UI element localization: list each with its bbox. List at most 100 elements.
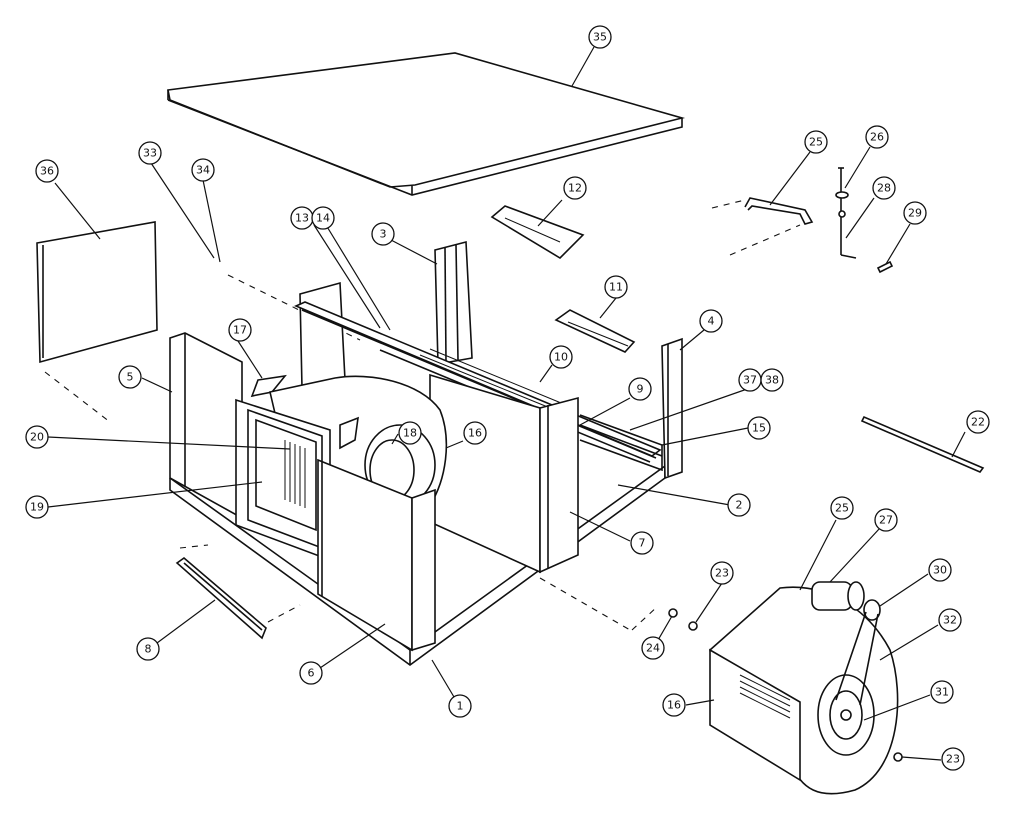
blower-motor-assembly	[709, 581, 899, 795]
callout-label: 23	[946, 753, 960, 766]
callout-9: 9	[628, 377, 652, 401]
callout-3: 3	[371, 222, 395, 246]
callout-label: 32	[943, 614, 957, 627]
callout-33: 33	[138, 141, 162, 165]
center-post	[434, 240, 473, 365]
callout-12: 12	[563, 176, 587, 200]
callout-label: 27	[879, 514, 893, 527]
callout-7: 7	[630, 531, 654, 555]
callout-17: 17	[228, 318, 252, 342]
callout-13: 13	[290, 206, 314, 230]
callout-label: 13	[295, 212, 309, 225]
callout-label: 9	[637, 383, 644, 396]
bearing-fittings	[668, 608, 903, 762]
callout-label: 1	[457, 700, 464, 713]
callout-16-lower: 16	[662, 693, 686, 717]
callout-23: 23	[710, 561, 734, 585]
callout-label: 38	[765, 374, 779, 387]
callout-label: 37	[743, 374, 757, 387]
callout-25: 25	[804, 130, 828, 154]
callout-5: 5	[118, 365, 142, 389]
motor-mount-bracket	[744, 197, 814, 225]
callout-11: 11	[604, 275, 628, 299]
callout-label: 7	[639, 537, 646, 550]
callout-32: 32	[938, 608, 962, 632]
callout-15: 15	[747, 416, 771, 440]
interior-partition	[429, 373, 579, 574]
callout-18: 18	[398, 421, 422, 445]
callout-label: 25	[809, 136, 823, 149]
callout-24: 24	[641, 636, 665, 660]
callout-label: 14	[316, 212, 330, 225]
callout-35: 35	[588, 25, 612, 49]
callout-31: 31	[930, 680, 954, 704]
callout-8: 8	[136, 637, 160, 661]
callout-label: 4	[708, 315, 715, 328]
callout-27: 27	[874, 508, 898, 532]
callout-label: 19	[30, 501, 44, 514]
callout-label: 15	[752, 422, 766, 435]
callout-label: 10	[554, 351, 568, 364]
callout-label: 36	[40, 165, 54, 178]
callout-37: 37	[738, 368, 762, 392]
callout-25-lower: 25	[830, 496, 854, 520]
callout-26: 26	[865, 125, 889, 149]
callout-label: 5	[127, 371, 134, 384]
right-corner-post	[661, 337, 683, 480]
top-cover-panel	[167, 52, 686, 196]
callout-28: 28	[872, 176, 896, 200]
front-panel	[317, 458, 436, 652]
front-angle-strip	[175, 556, 267, 640]
callout-label: 24	[646, 642, 660, 655]
support-rod	[860, 415, 985, 473]
callout-label: 17	[233, 324, 247, 337]
callout-14: 14	[311, 206, 335, 230]
assembly-guide-lines	[179, 199, 801, 631]
callout-23-lower: 23	[941, 747, 965, 771]
callout-label: 2	[736, 499, 743, 512]
callout-label: 22	[971, 416, 985, 429]
callout-label: 3	[380, 228, 387, 241]
callout-6: 6	[299, 661, 323, 685]
callout-label: 25	[835, 502, 849, 515]
callout-36: 36	[35, 159, 59, 183]
callout-label: 30	[933, 564, 947, 577]
side-access-panel	[36, 221, 158, 423]
callout-label: 33	[143, 147, 157, 160]
callout-10: 10	[549, 345, 573, 369]
callout-16: 16	[463, 421, 487, 445]
callout-label: 11	[609, 281, 623, 294]
rear-divider-panel	[299, 281, 346, 389]
callout-label: 20	[30, 431, 44, 444]
callout-22: 22	[966, 410, 990, 434]
callout-label: 28	[877, 182, 891, 195]
callout-label: 29	[908, 207, 922, 220]
upper-channel-bracket	[490, 205, 585, 260]
side-rail	[579, 414, 663, 472]
callout-19: 19	[25, 495, 49, 519]
callout-20: 20	[25, 425, 49, 449]
callout-38: 38	[760, 368, 784, 392]
callout-label: 16	[667, 699, 681, 712]
callout-label: 31	[935, 686, 949, 699]
callout-34: 34	[191, 158, 215, 182]
callout-label: 6	[308, 667, 315, 680]
callout-4: 4	[699, 309, 723, 333]
callout-label: 8	[145, 643, 152, 656]
callout-leader-lines	[47, 46, 966, 761]
callout-label: 34	[196, 164, 210, 177]
bolt-hardware	[835, 167, 894, 274]
callout-label: 23	[715, 567, 729, 580]
callout-29: 29	[903, 201, 927, 225]
callout-label: 26	[870, 131, 884, 144]
callout-label: 18	[403, 427, 417, 440]
callout-label: 35	[593, 31, 607, 44]
callout-30: 30	[928, 558, 952, 582]
callout-label: 12	[568, 182, 582, 195]
channel-bracket	[554, 309, 636, 353]
left-side-wall	[169, 332, 243, 520]
callout-1: 1	[448, 694, 472, 718]
callout-2: 2	[727, 493, 751, 517]
callout-label: 16	[468, 427, 482, 440]
